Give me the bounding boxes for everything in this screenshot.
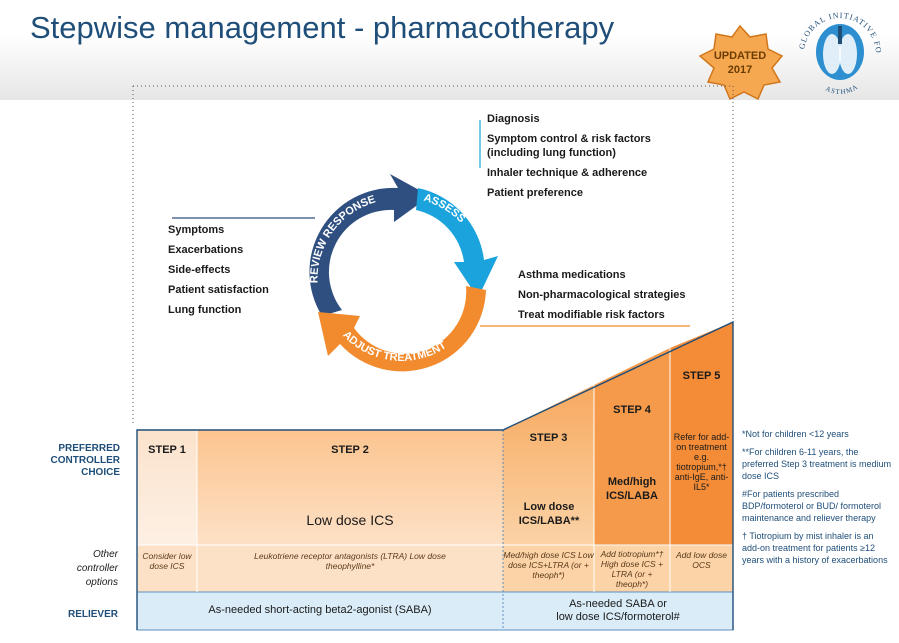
step4-column — [594, 348, 670, 545]
list-item: Side-effects — [168, 264, 231, 276]
preferred-controller-label: PREFERRED CONTROLLER CHOICE — [50, 443, 120, 478]
list-item: Diagnosis — [487, 113, 540, 125]
reliever-right-line1: As-needed SABA or — [569, 598, 667, 610]
adjust-arrow — [318, 286, 486, 372]
list-item: Patient preference — [487, 187, 583, 199]
assess-arrow — [416, 188, 498, 298]
step2-preferred: Low dose ICS — [306, 512, 394, 528]
list-item: Treat modifiable risk factors — [518, 309, 665, 321]
list-item: Inhaler technique & adherence — [487, 167, 648, 179]
list-item: Asthma medications — [518, 269, 626, 281]
badge-line1: UPDATED — [714, 50, 766, 62]
gina-logo: GLOBAL INITIATIVE FOR ASTHMA — [788, 2, 882, 96]
step5-other: Add low dose OCS — [675, 550, 728, 570]
footnote: † Tiotropium by mist inhaler is an add-o… — [742, 531, 888, 565]
step3-column — [503, 385, 594, 545]
assess-list: Diagnosis Symptom control & risk factors… — [487, 112, 677, 200]
list-item: Symptoms — [168, 224, 225, 236]
step4-header: STEP 4 — [613, 404, 651, 416]
review-list: Symptoms Exacerbations Side-effects Pati… — [168, 220, 269, 320]
other-controller-label: Other controller options — [76, 549, 118, 588]
step3-other: Med/high dose ICS Low dose ICS+LTRA (or … — [503, 550, 594, 580]
step2-other: Leukotriene receptor antagonists (LTRA) … — [254, 551, 446, 571]
step5-preferred: Refer for add-on treatment e.g. tiotropi… — [673, 432, 730, 492]
step5-header: STEP 5 — [682, 370, 721, 382]
footnote: *Not for children <12 years — [742, 429, 849, 439]
reliever-row — [136, 591, 734, 631]
step4-preferred: Med/high ICS/LABA — [606, 476, 658, 502]
step3-header: STEP 3 — [529, 432, 568, 444]
reliever-label: RELIEVER — [67, 609, 118, 620]
list-item: Exacerbations — [168, 244, 244, 256]
reliever-right-line2: low dose ICS/formoterol# — [556, 611, 680, 623]
step1-other: Consider low dose ICS — [142, 551, 192, 571]
adjust-list: Asthma medications Non-pharmacological s… — [518, 265, 686, 325]
updated-badge: UPDATED 2017 — [698, 24, 784, 101]
footnote: #For patients prescribed BDP/formoterol … — [742, 489, 882, 523]
step1-header: STEP 1 — [148, 444, 186, 456]
list-item: Symptom control & risk factors (includin… — [487, 133, 651, 159]
list-item: Patient satisfaction — [168, 284, 269, 296]
step3-preferred: Low dose ICS/LABA** — [518, 501, 580, 527]
footnote: **For children 6-11 years, the preferred… — [742, 447, 892, 481]
review-arrow — [309, 174, 430, 316]
step4-other: Add tiotropium*† High dose ICS + LTRA (o… — [600, 549, 664, 589]
list-item: Non-pharmacological strategies — [518, 289, 686, 301]
cycle-diagram: REVIEW RESPONSE ASSESS ADJUST TREATMENT — [309, 174, 498, 372]
reliever-left: As-needed short-acting beta2-agonist (SA… — [208, 604, 432, 616]
step1-column — [137, 430, 197, 545]
badge-line2: 2017 — [728, 64, 752, 76]
step2-column — [197, 430, 503, 545]
step5-column — [670, 322, 733, 545]
step2-header: STEP 2 — [331, 444, 369, 456]
footnotes: *Not for children <12 years **For childr… — [742, 428, 894, 572]
list-item: Lung function — [168, 304, 242, 316]
reliever-right: As-needed SABA or low dose ICS/formotero… — [503, 598, 733, 624]
page-title: Stepwise management - pharmacotherapy — [30, 10, 615, 45]
